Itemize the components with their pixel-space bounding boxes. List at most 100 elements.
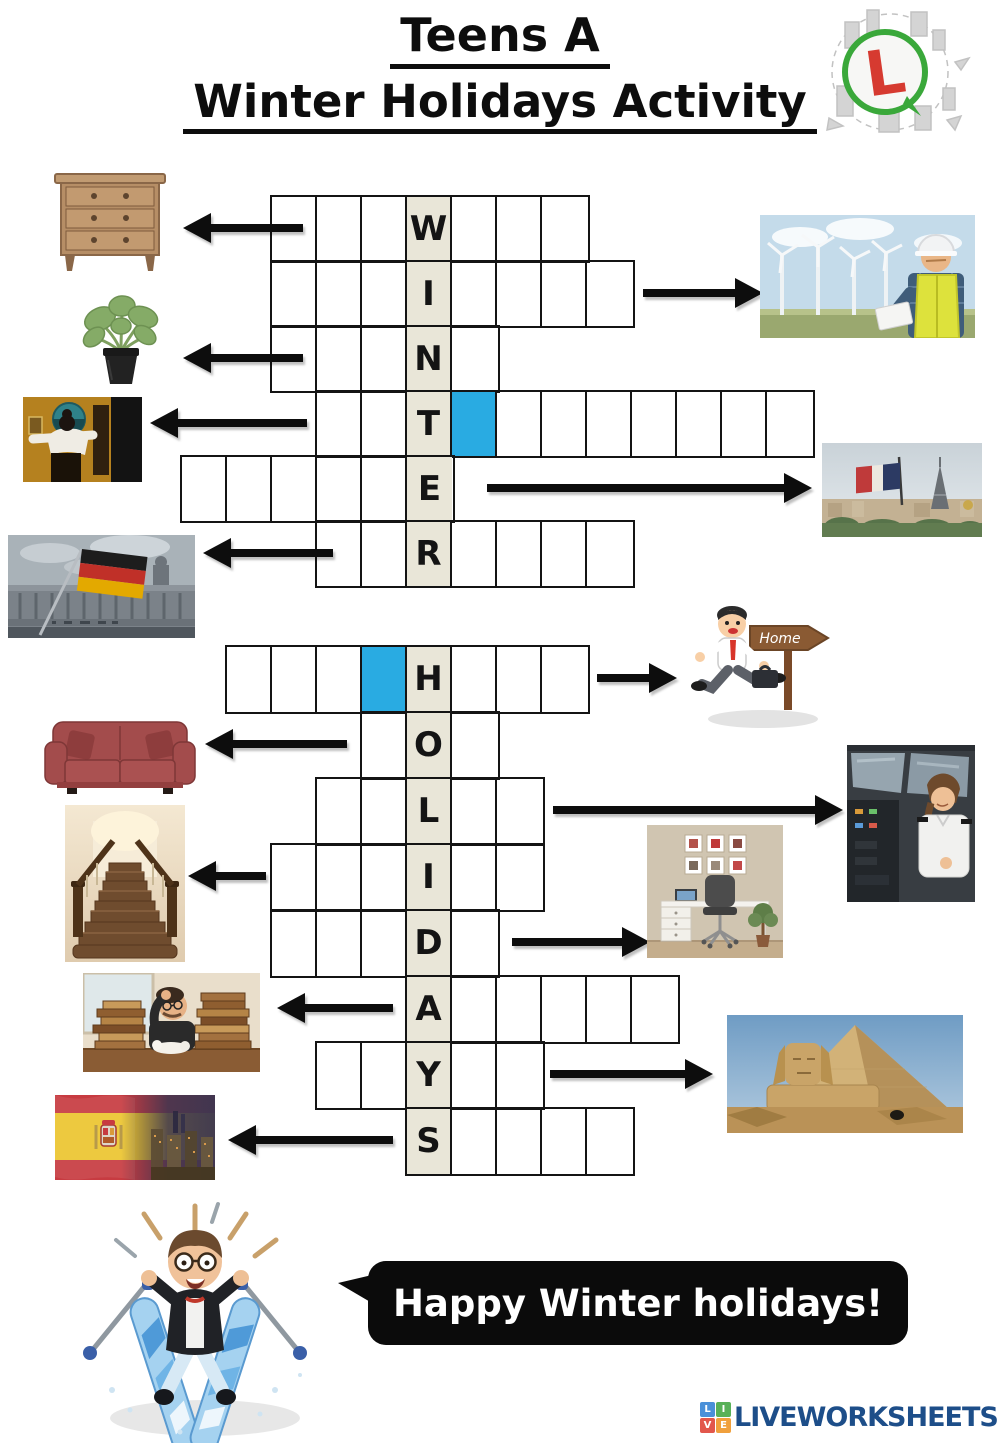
answer-cell[interactable] [497, 977, 542, 1042]
answer-cell[interactable] [317, 845, 362, 910]
answer-cell[interactable] [497, 779, 542, 844]
skiing-boy-cartoon [60, 1200, 330, 1443]
answer-cell[interactable] [317, 327, 362, 391]
answer-cell[interactable] [587, 522, 632, 586]
answer-cell[interactable] [317, 911, 362, 976]
clue-arrow-flamenco-dancer [150, 407, 307, 438]
answer-cell[interactable] [362, 713, 407, 778]
answer-cell[interactable] [497, 647, 542, 712]
answer-cell[interactable] [362, 457, 407, 521]
answer-cell[interactable] [587, 977, 632, 1042]
answer-cell[interactable] [317, 779, 362, 844]
answer-cell[interactable] [587, 1109, 632, 1174]
answer-cell[interactable] [362, 262, 407, 326]
answer-cell[interactable] [587, 262, 632, 326]
answer-cell[interactable] [272, 845, 317, 910]
answer-cell[interactable] [497, 845, 542, 910]
speech-bubble: Happy Winter holidays! [338, 1261, 908, 1345]
crossword-row-o: O [360, 711, 500, 780]
answer-cell[interactable] [452, 647, 497, 712]
answer-cell[interactable] [452, 262, 497, 326]
answer-cell[interactable] [317, 392, 362, 456]
crossword-row-r: R [315, 520, 635, 588]
answer-cell[interactable] [317, 262, 362, 326]
answer-cell[interactable] [362, 392, 407, 456]
answer-cell[interactable] [452, 327, 497, 391]
clue-arrow-houseplant [183, 342, 303, 373]
answer-cell[interactable] [542, 392, 587, 456]
answer-cell[interactable] [632, 392, 677, 456]
answer-cell[interactable] [632, 977, 677, 1042]
answer-cell[interactable] [452, 713, 497, 778]
answer-cell[interactable] [317, 197, 362, 261]
answer-cell[interactable] [542, 262, 587, 326]
answer-cell[interactable] [452, 197, 497, 261]
key-letter-cell-o: O [407, 713, 452, 778]
answer-cell[interactable] [677, 392, 722, 456]
clue-arrow-sphinx-pyramid-egypt [550, 1059, 713, 1089]
answer-cell[interactable] [272, 457, 317, 521]
clue-arrow-home-office-desk [512, 927, 650, 957]
answer-cell[interactable] [497, 197, 542, 261]
answer-cell[interactable] [497, 262, 542, 326]
answer-cell[interactable] [317, 522, 362, 586]
answer-cell[interactable] [272, 647, 317, 712]
answer-cell[interactable] [317, 457, 362, 521]
key-letter-cell-r: R [407, 522, 452, 586]
crossword-row-i: I [270, 260, 635, 328]
answer-cell[interactable] [452, 1109, 497, 1174]
answer-cell[interactable] [542, 647, 587, 712]
answer-cell[interactable] [497, 522, 542, 586]
answer-cell[interactable] [587, 392, 632, 456]
clue-arrow-wind-farm-engineer [643, 277, 763, 308]
sphinx-pyramid-egypt-image [727, 1015, 963, 1133]
answer-cell[interactable] [452, 779, 497, 844]
brand-square-e: E [716, 1418, 731, 1433]
answer-cell[interactable] [272, 197, 317, 261]
liveworksheets-grid-icon: L I V E [700, 1402, 731, 1433]
answer-cell[interactable] [767, 392, 812, 456]
brand-square-l: L [700, 1402, 715, 1417]
key-letter-cell-l: L [407, 779, 452, 844]
key-letter-cell-s: S [407, 1109, 452, 1174]
answer-cell[interactable] [722, 392, 767, 456]
answer-cell[interactable] [542, 197, 587, 261]
answer-cell[interactable] [362, 522, 407, 586]
answer-cell[interactable] [362, 779, 407, 844]
answer-cell[interactable] [182, 457, 227, 521]
answer-cell[interactable] [452, 911, 497, 976]
answer-cell[interactable] [362, 197, 407, 261]
answer-cell[interactable] [542, 522, 587, 586]
liveworksheets-logo: L I V E LIVEWORKSHEETS [700, 1402, 999, 1433]
answer-cell[interactable] [317, 647, 362, 712]
answer-cell[interactable] [362, 327, 407, 391]
answer-cell[interactable] [542, 977, 587, 1042]
answer-cell[interactable] [227, 457, 272, 521]
key-letter-cell-i: I [407, 845, 452, 910]
answer-cell[interactable] [227, 647, 272, 712]
answer-cell[interactable] [362, 1043, 407, 1108]
answer-cell[interactable] [497, 392, 542, 456]
answer-cell[interactable] [272, 911, 317, 976]
answer-cell[interactable] [497, 1109, 542, 1174]
crossword-row-a: A [405, 975, 680, 1044]
female-pilot-cockpit-image [847, 745, 975, 902]
highlight-cell [362, 647, 407, 712]
answer-cell[interactable] [542, 1109, 587, 1174]
crossword-row-t: T [315, 390, 815, 458]
answer-cell[interactable] [362, 845, 407, 910]
answer-cell[interactable] [497, 1043, 542, 1108]
answer-cell[interactable] [452, 522, 497, 586]
answer-cell[interactable] [317, 1043, 362, 1108]
answer-cell[interactable] [452, 1043, 497, 1108]
home-sign-label: Home [759, 631, 800, 647]
answer-cell[interactable] [362, 911, 407, 976]
answer-cell[interactable] [452, 977, 497, 1042]
answer-cell[interactable] [452, 845, 497, 910]
german-flag-building-image [8, 535, 195, 638]
answer-cell[interactable] [272, 327, 317, 391]
crossword-row-y: Y [315, 1041, 545, 1110]
answer-cell[interactable] [272, 262, 317, 326]
